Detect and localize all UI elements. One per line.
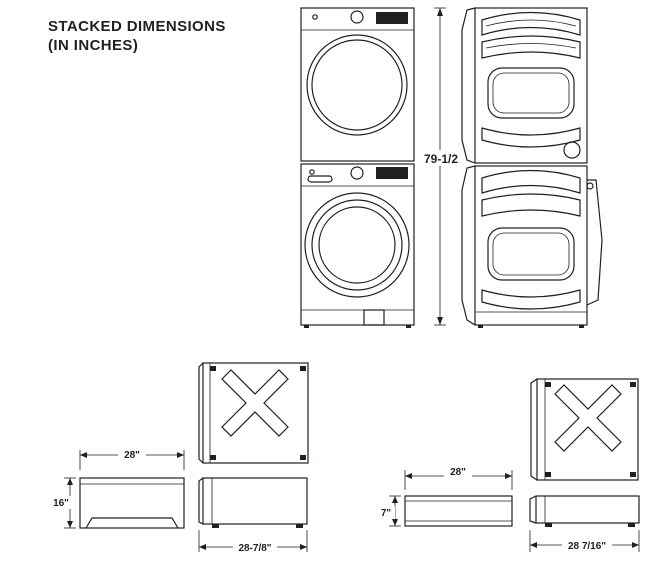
title-line-1: STACKED DIMENSIONS — [48, 18, 226, 35]
dryer-logo-icon — [312, 14, 318, 20]
pedestal-large-depth-label: 28-7/8" — [238, 543, 271, 554]
washer-display-icon — [376, 167, 408, 179]
pedestal-small-top-view — [530, 378, 639, 481]
dryer-door-outer — [306, 34, 408, 136]
pedestal-large-top-view — [198, 362, 309, 464]
pedestal-small-front-body — [404, 495, 513, 527]
washer-side-panel — [487, 227, 575, 281]
washer-door-inner — [311, 199, 403, 291]
dryer-display-icon — [376, 12, 408, 24]
pedestal-small-x-brace-icon — [554, 384, 622, 452]
pedestal-large-front-view: 28" 16" — [50, 448, 185, 529]
title-line-2: (IN INCHES) — [48, 37, 139, 54]
dryer-knob-icon — [350, 10, 364, 24]
pedestal-small-depth-label: 28 7/16" — [568, 541, 606, 552]
pedestal-small-width-label: 28" — [450, 467, 466, 478]
washer-front-body — [300, 163, 415, 326]
dryer-front-body — [300, 7, 415, 162]
stacked-side-view — [461, 7, 603, 328]
stack-height-label: 79-1/2 — [424, 152, 458, 166]
dispenser-drawer-icon — [307, 175, 333, 183]
dryer-vent-icon — [563, 141, 581, 159]
pedestal-large-x-brace-icon — [221, 369, 289, 437]
stacked-front-view — [300, 7, 415, 328]
washer-door-ring — [304, 192, 410, 298]
pedestal-large-side-body — [202, 477, 308, 525]
pedestal-small-height-label: 7" — [381, 508, 392, 519]
pedestal-large-side-view: 28-7/8" — [198, 477, 308, 554]
pedestal-small-top-body — [536, 378, 639, 481]
height-dimension: 79-1/2 — [423, 7, 459, 326]
dryer-door-inner — [311, 39, 403, 131]
pedestal-large-width-label: 28" — [124, 450, 140, 461]
pedestal-large-height-label: 16" — [53, 498, 69, 509]
diagram-title: STACKED DIMENSIONS (IN INCHES) — [48, 17, 226, 55]
pedestal-large-front-body — [79, 477, 185, 529]
pedestal-small-side-body — [535, 495, 640, 524]
dryer-side-body — [474, 7, 588, 164]
washer-knob-icon — [350, 166, 364, 180]
washer-side-body — [474, 165, 588, 326]
pedestal-small-side-view: 28 7/16" — [529, 495, 640, 552]
dryer-side-panel — [487, 67, 575, 119]
washer-door-glass — [318, 206, 396, 284]
pedestal-small-front-view: 28" 7" — [377, 465, 513, 527]
washer-logo-icon — [309, 169, 315, 175]
